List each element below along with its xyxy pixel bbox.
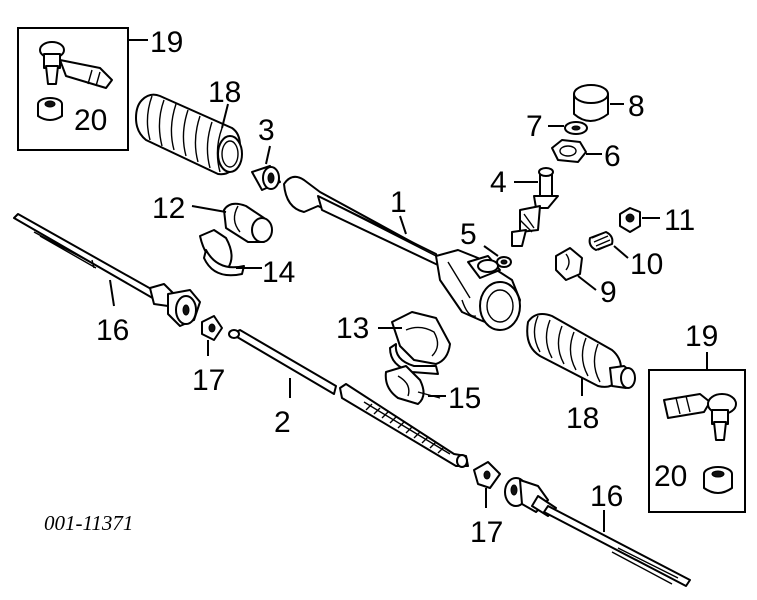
- callout-17-right: 17: [470, 516, 503, 549]
- callout-20-right: 20: [654, 460, 687, 493]
- inner-tie-rod-left: 16: [13, 213, 201, 347]
- callout-3: 3: [258, 114, 275, 147]
- cap-8: 8: [573, 84, 645, 123]
- inset-tie-rod-end-right: 19 20: [648, 320, 746, 513]
- rack-housing-1: 1: [283, 175, 521, 331]
- inset-tie-rod-end-left: 19 20: [17, 26, 183, 151]
- callout-11: 11: [664, 204, 695, 237]
- tie-rod-end-left-drawing: [39, 41, 113, 89]
- callout-9: 9: [600, 276, 617, 309]
- rack-boot-right: 18: [526, 313, 636, 435]
- lock-washer-17-right: 17: [470, 461, 503, 549]
- inner-tie-rod-right: 16: [504, 477, 691, 587]
- seal-5: 5: [460, 218, 512, 268]
- nut-20-right-drawing: [703, 466, 733, 494]
- callout-2: 2: [274, 406, 291, 439]
- tie-rod-end-right-drawing: [663, 393, 737, 441]
- callout-16-left: 16: [96, 314, 129, 347]
- rack-bar-2: 2: [228, 329, 469, 468]
- catalog-number: 001-11371: [44, 511, 133, 535]
- callout-13: 13: [336, 312, 369, 345]
- callout-20-left: 20: [74, 104, 107, 137]
- lock-washer-17-left: 17: [192, 315, 225, 397]
- rack-yoke-9: 9: [555, 247, 617, 309]
- callout-10: 10: [630, 248, 663, 281]
- washer-7: 7: [526, 110, 588, 143]
- spring-10: 10: [588, 231, 663, 281]
- callout-19-right: 19: [685, 320, 718, 353]
- callout-18-left: 18: [208, 76, 241, 109]
- callout-8: 8: [628, 90, 645, 123]
- callout-19-left: 19: [150, 26, 183, 59]
- callout-17-left: 17: [192, 364, 225, 397]
- callout-12: 12: [152, 192, 185, 225]
- callout-1: 1: [390, 186, 407, 219]
- adjuster-plug-11: 11: [619, 204, 695, 237]
- callout-15: 15: [448, 382, 481, 415]
- nut-6: 6: [551, 139, 621, 173]
- pinion-shaft-4: 4: [490, 166, 559, 247]
- callout-7: 7: [526, 110, 543, 143]
- callout-5: 5: [460, 218, 477, 251]
- mount-bracket-13: 13: [336, 311, 451, 375]
- callout-18-right: 18: [566, 402, 599, 435]
- mount-bracket-15: 15: [384, 365, 481, 415]
- rack-boot-left: 18: [135, 76, 243, 176]
- callout-16-right: 16: [590, 480, 623, 513]
- nut-20-left-drawing: [37, 97, 63, 121]
- callout-6: 6: [604, 140, 621, 173]
- mount-bushing-12: 12: [152, 192, 273, 243]
- mount-bracket-14: 14: [199, 229, 295, 289]
- bushing-3: 3: [251, 114, 281, 191]
- callout-4: 4: [490, 166, 507, 199]
- callout-14: 14: [262, 256, 295, 289]
